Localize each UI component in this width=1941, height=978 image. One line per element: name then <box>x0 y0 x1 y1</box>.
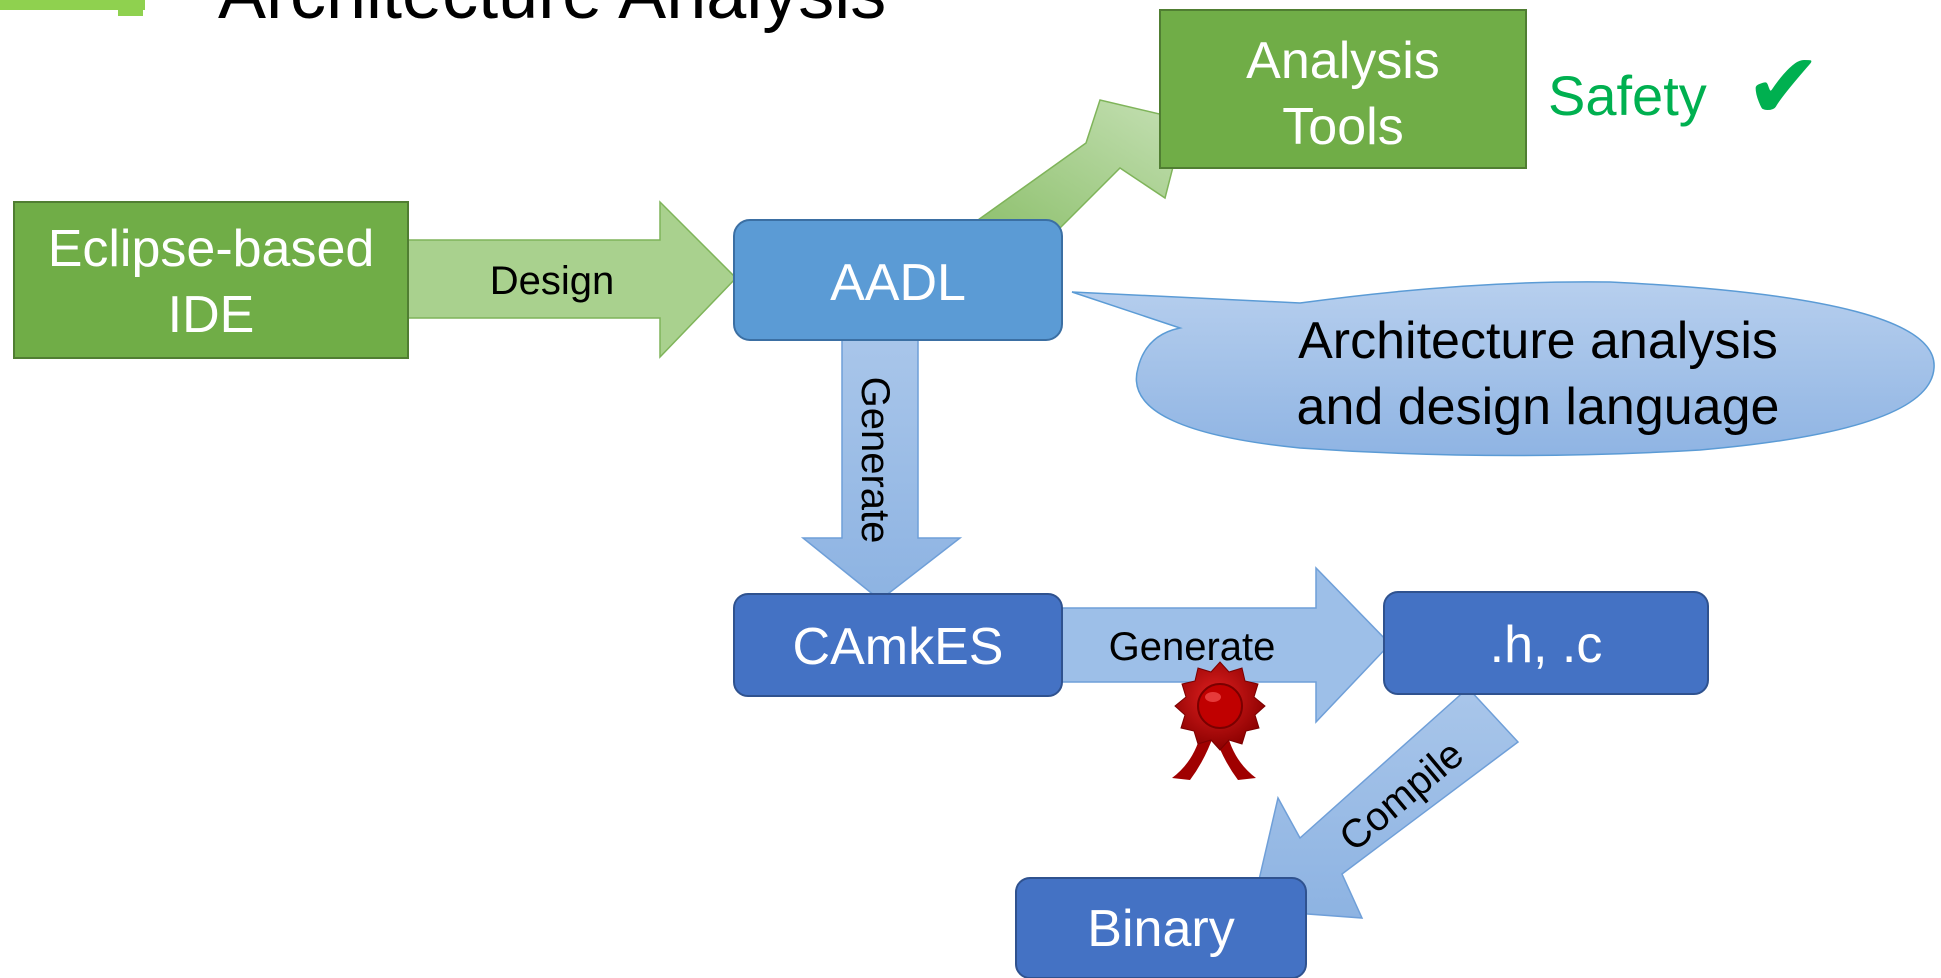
aadl-box-label: AADL <box>830 254 966 312</box>
callout-line1: Architecture analysis <box>1298 312 1778 370</box>
slide-title-group: Architecture Analysis <box>0 0 886 34</box>
ide-box: Eclipse-based IDE <box>13 201 409 359</box>
binary-box: Binary <box>1015 877 1307 978</box>
generate-right-label: Generate <box>1109 625 1276 669</box>
binary-box-label: Binary <box>1087 900 1234 958</box>
certification-seal-icon <box>1172 661 1266 780</box>
callout-line2: and design language <box>1297 378 1780 436</box>
safety-label: Safety <box>1548 64 1707 127</box>
title-bullet-icon <box>0 0 145 10</box>
analysis-tools-box: Analysis Tools <box>1159 9 1527 169</box>
ide-box-line1: Eclipse-based <box>48 220 375 278</box>
aadl-callout: Architecture analysis and design languag… <box>1071 281 1935 457</box>
camkes-box: CAmkES <box>733 593 1063 697</box>
analysis-arrow <box>975 99 1186 229</box>
design-arrow: Design <box>407 200 738 359</box>
checkmark-icon: ✔ <box>1745 33 1822 140</box>
camkes-box-label: CAmkES <box>793 618 1004 676</box>
ide-box-line2: IDE <box>168 286 255 344</box>
title-bullet-stem <box>118 0 143 16</box>
slide-title: Architecture Analysis <box>218 0 886 34</box>
analysis-tools-line1: Analysis <box>1246 32 1440 90</box>
safety-indicator: Safety ✔ <box>1548 33 1822 140</box>
aadl-box: AADL <box>733 219 1063 341</box>
design-arrow-label: Design <box>490 259 615 303</box>
generate-down-label: Generate <box>853 377 897 544</box>
analysis-tools-line2: Tools <box>1282 98 1403 156</box>
generate-down-arrow: Generate <box>800 334 963 601</box>
source-files-box: .h, .c <box>1383 591 1709 695</box>
generate-right-arrow: Generate <box>1059 566 1392 724</box>
source-files-label: .h, .c <box>1490 616 1603 674</box>
